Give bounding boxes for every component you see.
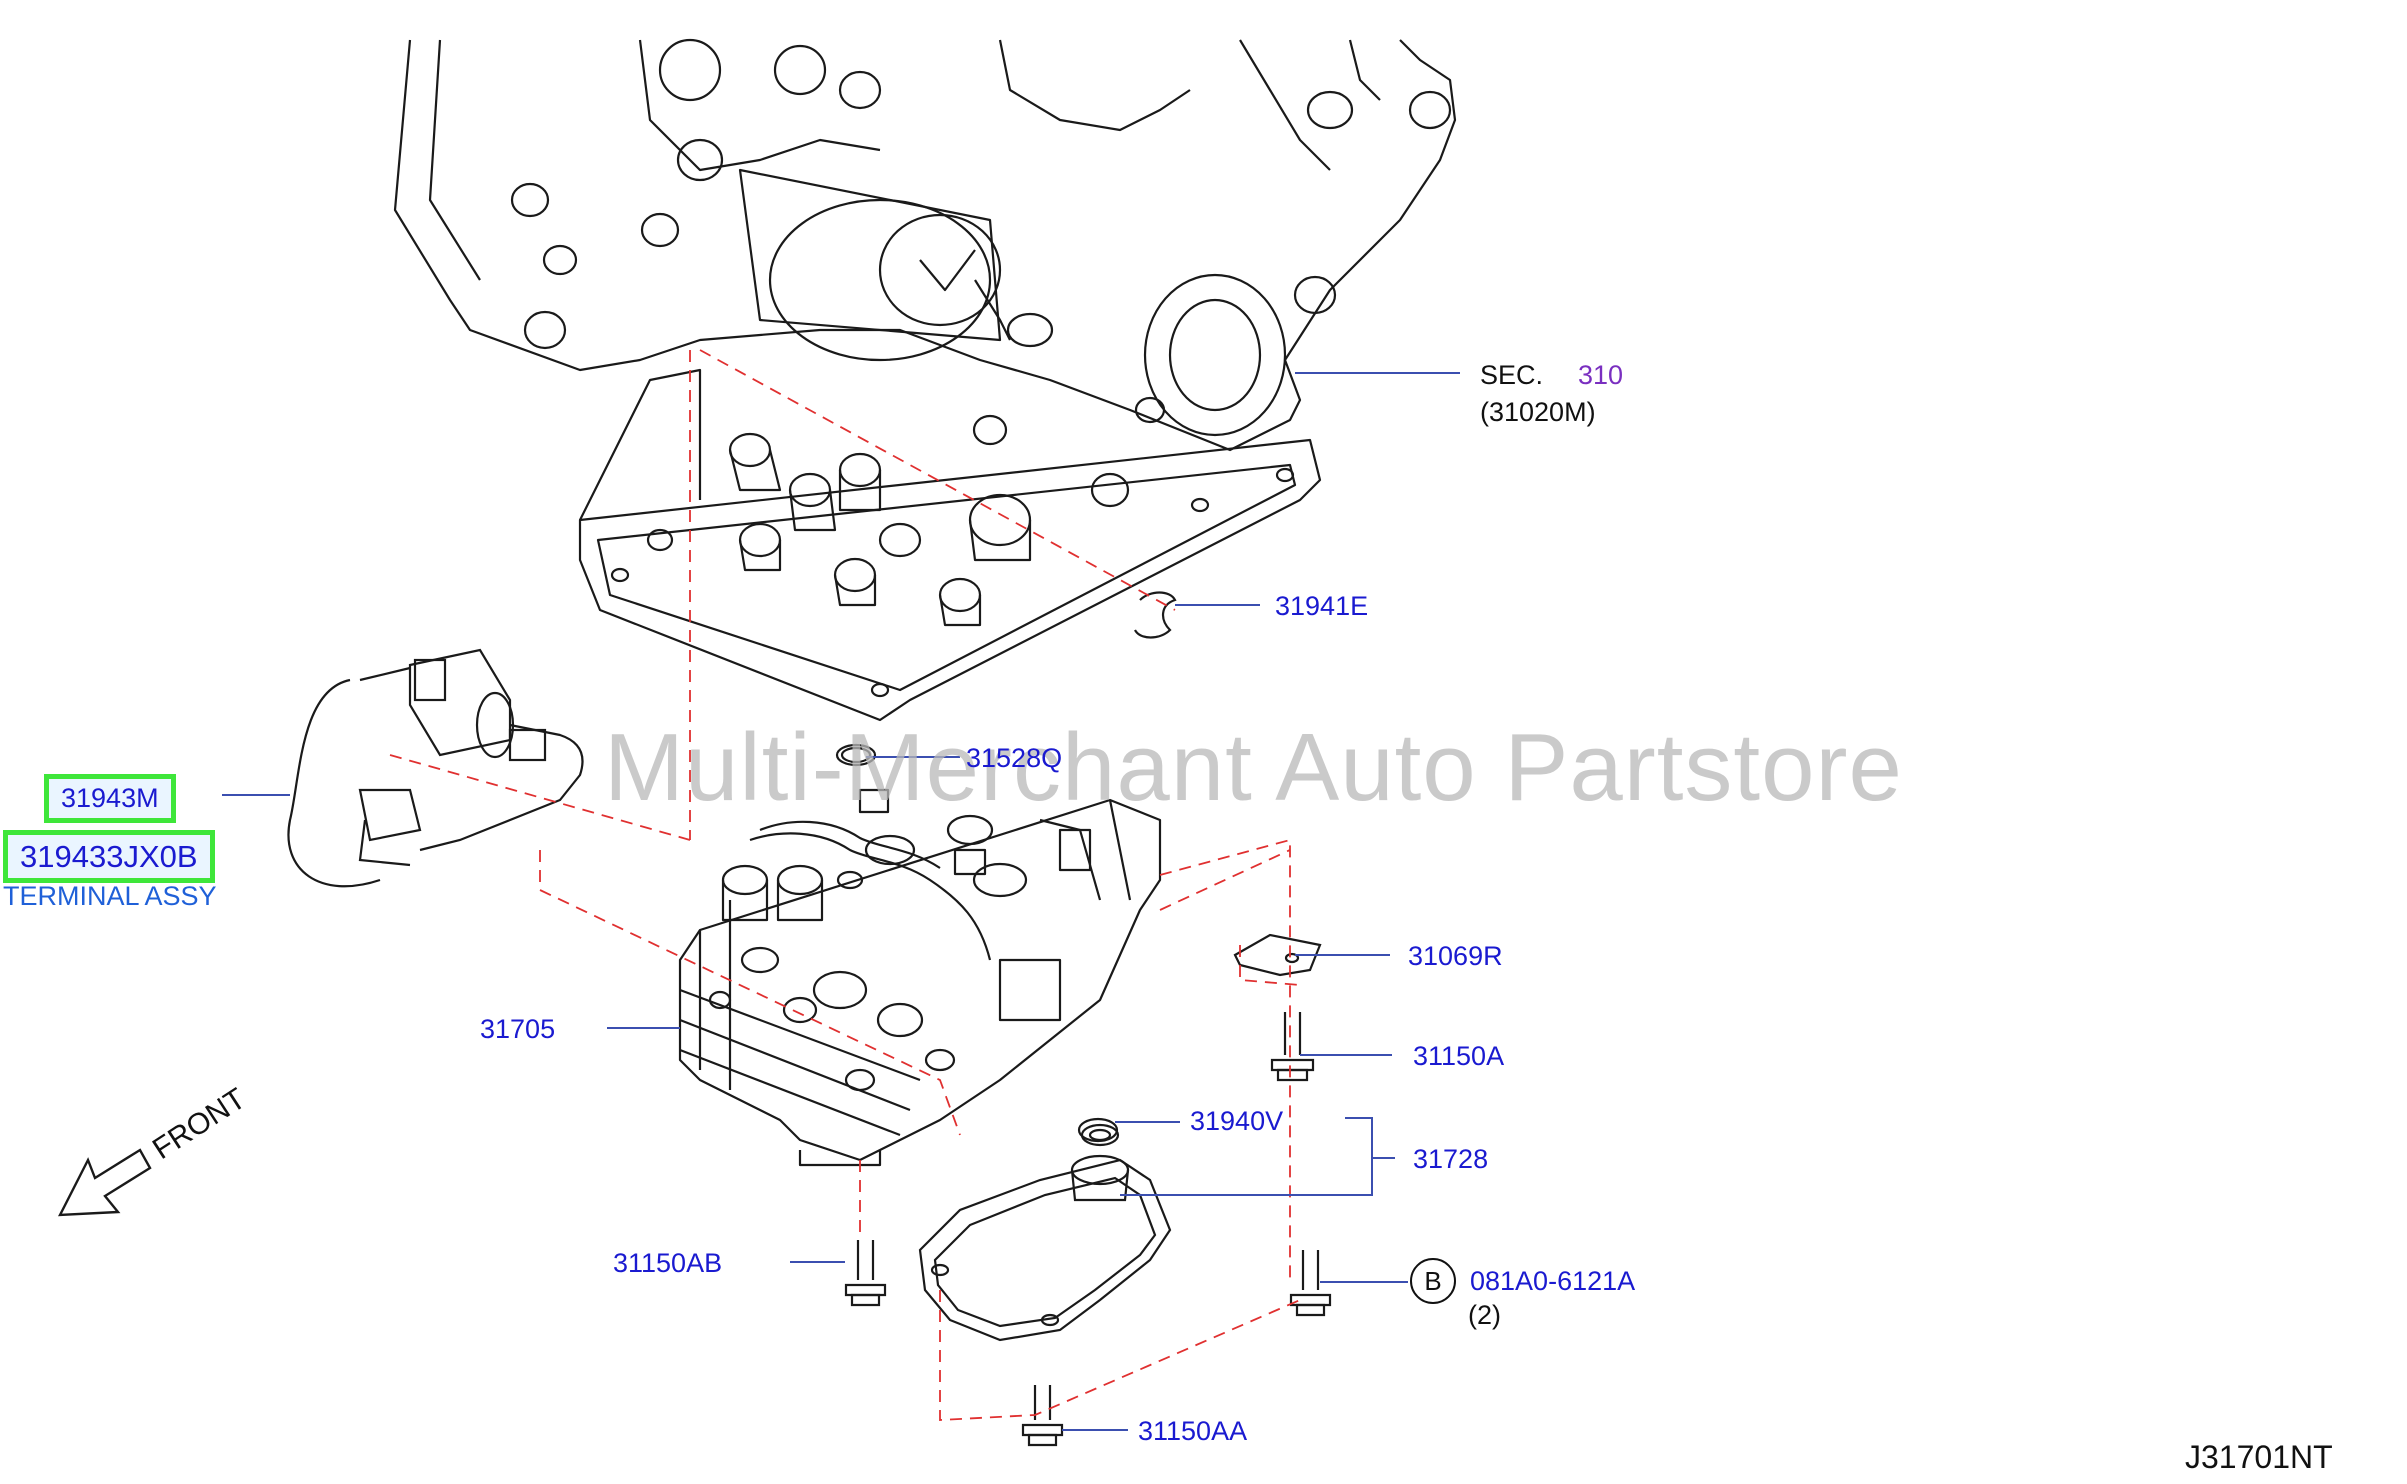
oil-strainer-drawing (918, 1123, 1172, 1342)
part-31705-label[interactable]: 31705 (480, 1014, 556, 1044)
small-parts-drawing (835, 591, 1332, 1447)
front-arrow-icon (57, 1148, 152, 1217)
control-valve-drawing (678, 788, 1162, 1167)
quantity-label: (2) (1468, 1300, 1501, 1330)
part-31150A-label[interactable]: 31150A (1413, 1041, 1505, 1071)
watermark-text: Multi-Merchant Auto Partstore (604, 714, 1903, 821)
part-31150AB-label[interactable]: 31150AB (613, 1248, 723, 1278)
part-31941E-label[interactable]: 31941E (1275, 591, 1369, 621)
diagram-code: J31701NT (2185, 1439, 2333, 1475)
sec-number-link[interactable]: 310 (1578, 360, 1624, 390)
sec-ref-label: (31020M) (1480, 397, 1596, 427)
part-31940V-label[interactable]: 31940V (1190, 1106, 1284, 1136)
part-081A0-6121A-label[interactable]: 081A0-6121A (1470, 1266, 1636, 1296)
part-31943M-label[interactable]: 31943M (44, 774, 176, 823)
leader-lines (222, 372, 1460, 1431)
part-319433JX0B-label[interactable]: 319433JX0B (3, 830, 215, 883)
part-31528Q-label[interactable]: 31528Q (966, 743, 1063, 773)
part-31150AA-label[interactable]: 31150AA (1138, 1416, 1248, 1446)
callout-b-marker: B (1410, 1258, 1456, 1304)
transmission-case-drawing (393, 38, 1457, 722)
terminal-assy-label: TERMINAL ASSY (3, 881, 217, 911)
sensor-harness-drawing (287, 648, 584, 888)
sec-prefix-label: SEC. (1480, 360, 1544, 390)
part-31728-label[interactable]: 31728 (1413, 1144, 1489, 1174)
dashed-guides (389, 349, 1301, 1421)
part-31069R-label[interactable]: 31069R (1408, 941, 1503, 971)
